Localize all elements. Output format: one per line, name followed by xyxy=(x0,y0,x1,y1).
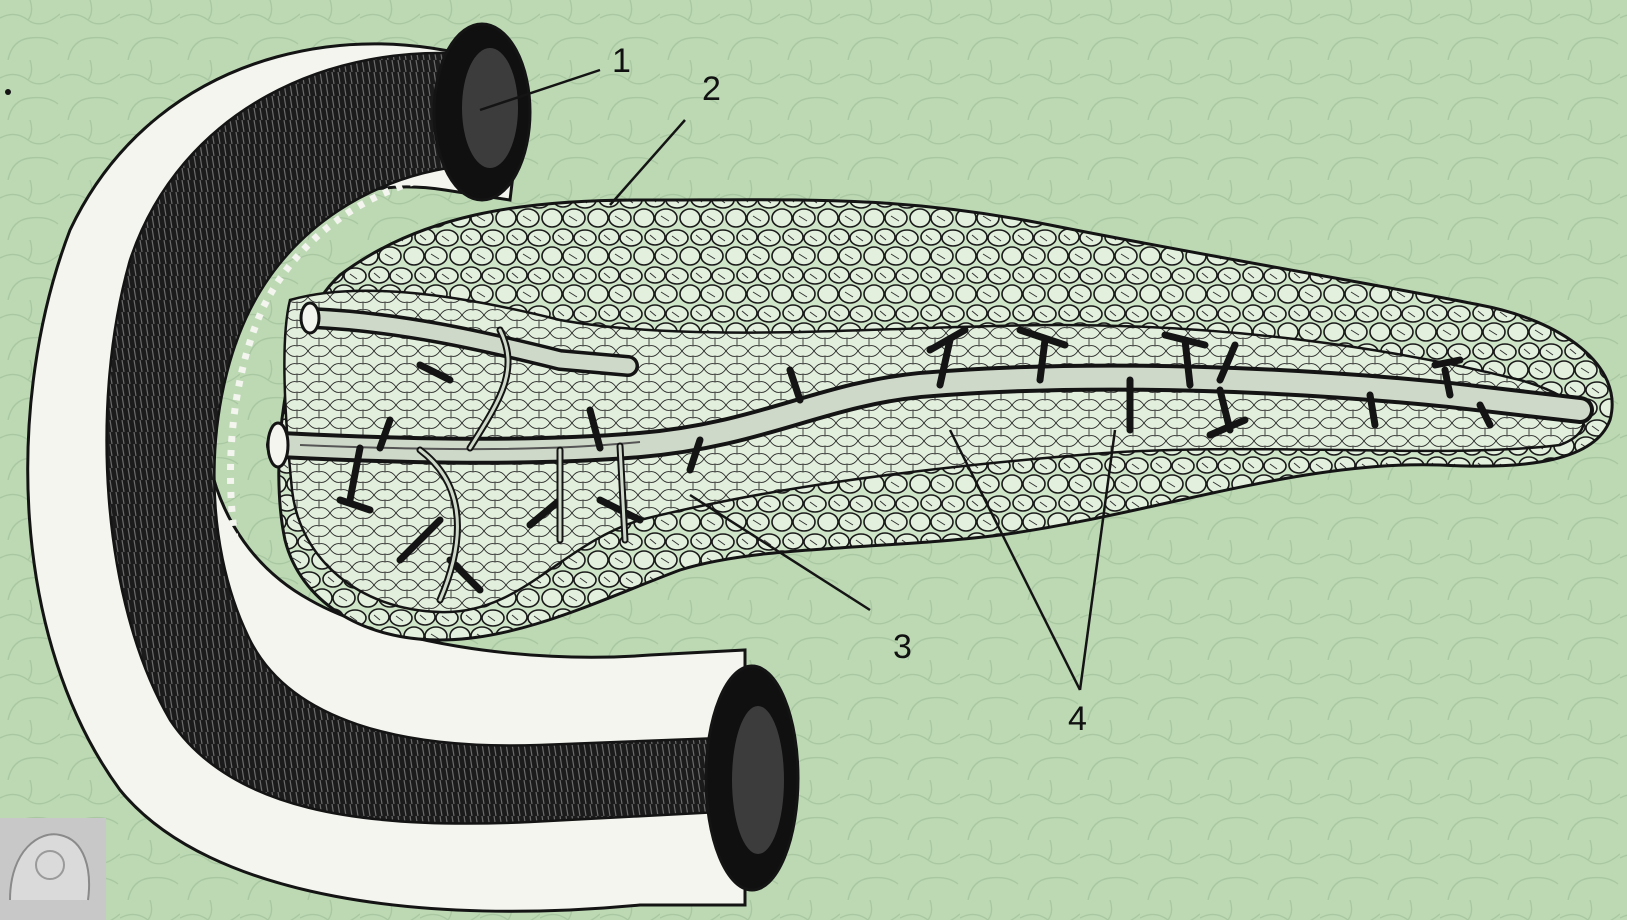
label-1: 1 xyxy=(612,42,631,80)
label-2: 2 xyxy=(702,70,721,108)
label-4: 4 xyxy=(1068,700,1087,738)
label-3: 3 xyxy=(893,628,912,666)
corner-thumbnail xyxy=(0,818,106,920)
